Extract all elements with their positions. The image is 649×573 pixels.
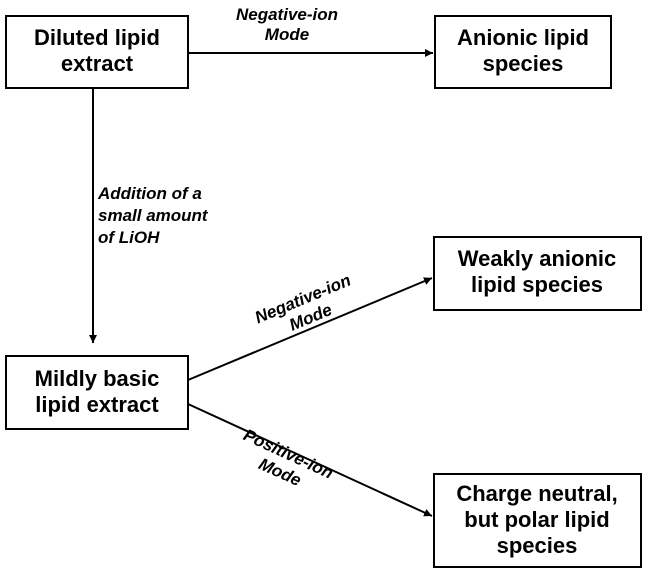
edge-label-mid-negative-ion-mode: Negative-ion Mode — [252, 270, 353, 334]
edge-label-positive-ion-mode: Positive-ion Mode — [241, 425, 337, 490]
node-anionic-line1: Anionic lipid — [457, 25, 589, 50]
node-anionic-line2: species — [483, 51, 564, 76]
edge-mild-to-weak — [187, 277, 433, 381]
edge-label-lioh-line1: Addition of a — [97, 184, 202, 203]
node-diluted-line2: extract — [61, 51, 134, 76]
edge-mild-to-neutral — [187, 403, 433, 517]
node-mildly-basic-lipid-extract: Mildly basic lipid extract — [5, 355, 189, 430]
node-diluted-line1: Diluted lipid — [34, 25, 160, 50]
node-weak-line1: Weakly anionic — [458, 246, 617, 271]
edge-label-lioh-addition: Addition of a small amount of LiOH — [97, 184, 209, 247]
node-neutral-line3: species — [497, 533, 578, 558]
edge-label-top-negative-ion-mode: Negative-ion Mode — [236, 5, 338, 44]
edge-label-lioh-line2: small amount — [98, 206, 209, 225]
node-weak-line2: lipid species — [471, 272, 603, 297]
node-neutral-line2: but polar lipid — [464, 507, 609, 532]
node-mild-line2: lipid extract — [35, 392, 159, 417]
edge-label-lioh-line3: of LiOH — [98, 228, 160, 247]
node-charge-neutral-lipid-species: Charge neutral, but polar lipid species — [433, 473, 642, 568]
edge-label-top-line1: Negative-ion — [236, 5, 338, 24]
node-neutral-line1: Charge neutral, — [456, 481, 617, 506]
node-weakly-anionic-lipid-species: Weakly anionic lipid species — [433, 236, 642, 311]
node-mild-line1: Mildly basic — [35, 366, 160, 391]
node-anionic-lipid-species: Anionic lipid species — [434, 15, 612, 89]
edge-label-top-line2: Mode — [265, 25, 309, 44]
node-diluted-lipid-extract: Diluted lipid extract — [5, 15, 189, 89]
